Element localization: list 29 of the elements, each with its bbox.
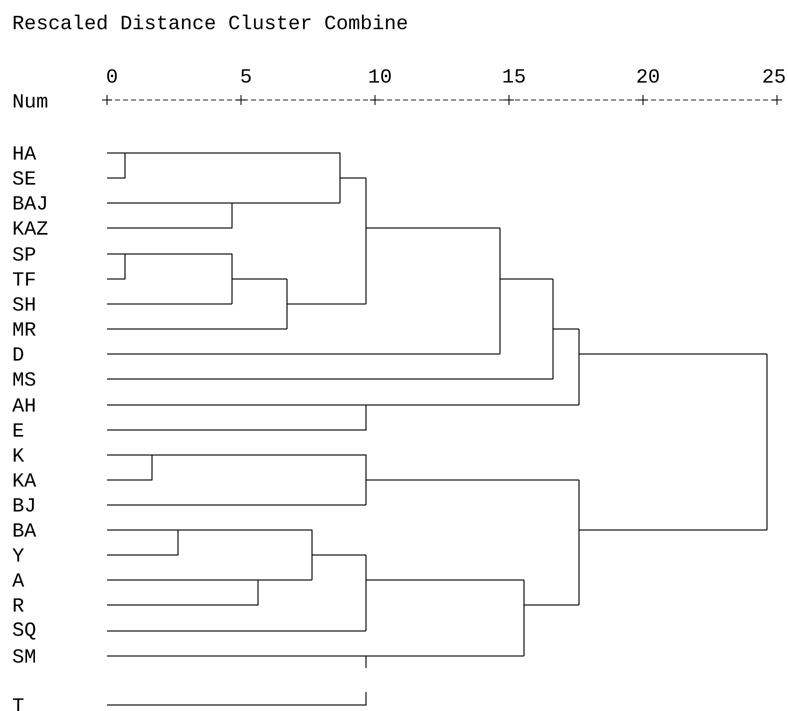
leaf-label: SP bbox=[12, 247, 36, 261]
leaf-label: KAZ bbox=[14, 221, 48, 235]
leaf-label: R bbox=[14, 598, 24, 612]
leaf-label: AH bbox=[12, 398, 35, 412]
leaf-label: SQ bbox=[12, 622, 36, 640]
tick-label: 0 bbox=[107, 69, 117, 83]
tick-label: 25 bbox=[763, 69, 785, 83]
leaf-label: HA bbox=[14, 146, 36, 160]
tick-label: 5 bbox=[241, 69, 251, 83]
leaf-label: SE bbox=[12, 171, 36, 185]
leaf-label: BA bbox=[14, 523, 36, 537]
leaf-label: KA bbox=[14, 473, 36, 487]
title: Rescaled Distance Cluster Combine bbox=[14, 14, 407, 30]
leaf-label: BAJ bbox=[14, 196, 46, 210]
leaf-label: D bbox=[14, 347, 24, 361]
tick-label: 20 bbox=[637, 69, 659, 83]
leaf-label: SM bbox=[12, 649, 35, 663]
leaf-label: SH bbox=[12, 297, 35, 311]
leaf-label: MS bbox=[13, 372, 36, 386]
leaf-label: E bbox=[14, 423, 24, 437]
leaf-label: A bbox=[12, 573, 24, 587]
leaf-label: K bbox=[14, 448, 24, 462]
leaf-label: MR bbox=[13, 322, 36, 336]
axis-label: Num bbox=[14, 94, 48, 108]
leaf-label: Y bbox=[12, 548, 24, 562]
tick-label: 10 bbox=[369, 69, 391, 83]
tick-label: 15 bbox=[503, 69, 525, 83]
leaf-label: BJ bbox=[14, 498, 34, 512]
leaf-label: TF bbox=[12, 272, 35, 286]
